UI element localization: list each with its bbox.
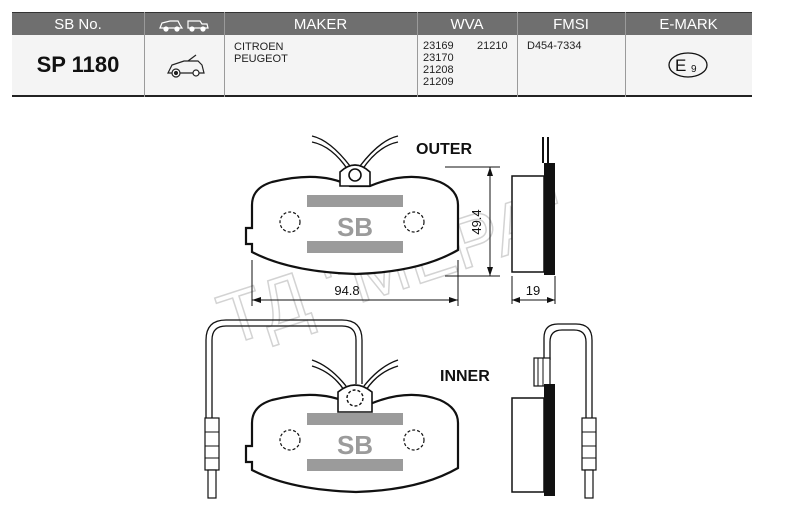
header-emark: E-MARK xyxy=(659,16,718,33)
inner-pad-front: SB xyxy=(204,319,460,499)
header-fmsi: FMSI xyxy=(553,16,589,33)
wva-list: 23169 21210 23170 21208 21209 xyxy=(417,35,517,95)
wva-item: 23169 xyxy=(423,40,454,52)
inner-logo: SB xyxy=(337,430,373,460)
emark-letter: E xyxy=(675,56,686,75)
maker-list: CITROEN PEUGEOT xyxy=(224,35,417,95)
header-maker: MAKER xyxy=(293,16,348,33)
table-row: SP 1180 CITROEN PEUGEOT 2 xyxy=(12,35,752,97)
wva-item: 23170 xyxy=(423,52,454,64)
wva-item: 21210 xyxy=(477,40,508,52)
inner-label: INNER xyxy=(440,368,490,385)
sb-number: SP 1180 xyxy=(36,52,120,77)
table-header: SB No. MAKER WVA FMSI E-MARK xyxy=(12,12,752,36)
fmsi-code: D454-7334 xyxy=(527,40,582,52)
emark-number: 9 xyxy=(691,64,697,75)
maker-item: PEUGEOT xyxy=(234,53,288,65)
thickness-value: 19 xyxy=(526,283,540,298)
emark-badge: E 9 xyxy=(668,52,708,78)
emark-cell: E 9 xyxy=(625,35,752,95)
height-value: 49.4 xyxy=(469,209,484,234)
width-dimension: 94.8 xyxy=(251,260,459,306)
header-vehicle xyxy=(144,13,224,36)
outer-pad-side: 19 xyxy=(511,137,556,304)
outer-pad-front: SB xyxy=(244,135,460,276)
outer-logo: SB xyxy=(337,212,373,242)
wva-item: 21209 xyxy=(423,76,454,88)
spec-table: SB No. MAKER WVA FMSI E-MARK xyxy=(12,12,752,97)
header-sb-no: SB No. xyxy=(54,16,102,33)
inner-pad-side xyxy=(511,323,597,499)
car-truck-icon xyxy=(159,20,209,32)
header-wva: WVA xyxy=(450,16,484,33)
vehicle-cell xyxy=(144,35,224,95)
maker-item: CITROEN xyxy=(234,41,284,53)
height-dimension: 49.4 xyxy=(445,166,500,277)
car-brake-icon xyxy=(167,54,205,78)
wva-item: 21208 xyxy=(423,64,454,76)
outer-label: OUTER xyxy=(416,141,472,158)
width-value: 94.8 xyxy=(334,283,359,298)
